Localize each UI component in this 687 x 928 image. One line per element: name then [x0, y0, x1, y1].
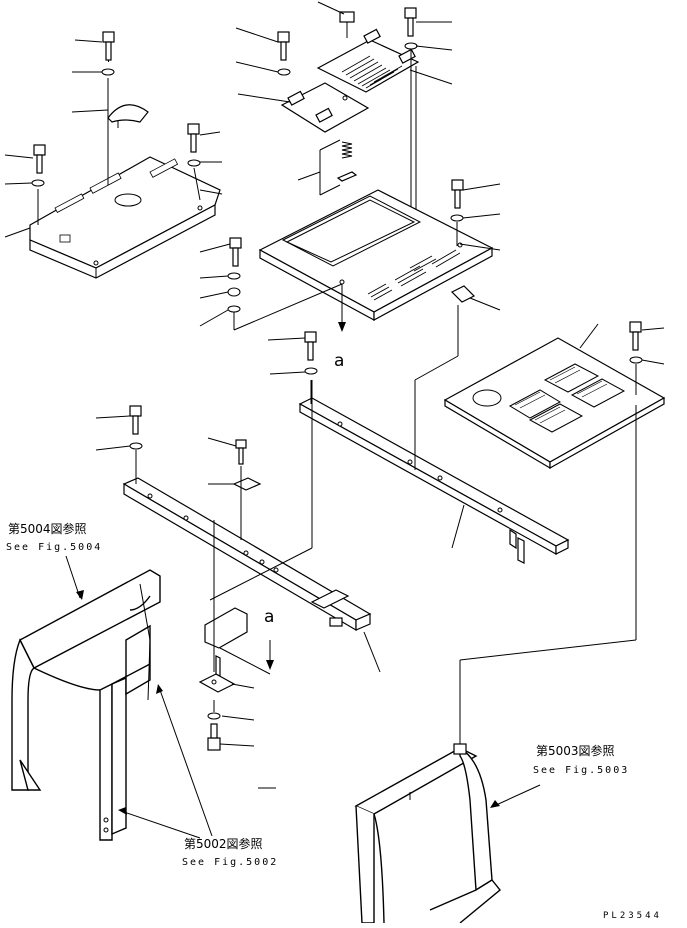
ref-fig5004: 第5004図参照 See Fig.5004	[6, 521, 102, 600]
upper-center-leaders	[235, 1, 453, 181]
left-cover-cap	[107, 104, 149, 128]
lower-inspection-cover	[280, 82, 370, 133]
left-cross-member	[122, 380, 372, 649]
view-mark-upper: a	[334, 351, 344, 371]
ref-fig5003: 第5003図参照 See Fig.5003	[490, 743, 629, 808]
floor-panel-bolts	[227, 179, 476, 332]
upper-inspection-cover	[316, 11, 420, 93]
view-mark-lower: a	[264, 607, 274, 627]
ref-fig5004-jp: 第5004図参照	[8, 521, 87, 536]
spring-and-pin	[319, 139, 358, 196]
drawing-code: PL23544	[603, 911, 662, 921]
ref-fig5004-en: See Fig.5004	[6, 542, 102, 553]
ref-fig5002: 第5002図参照 See Fig.5002	[118, 684, 278, 868]
ref-fig5003-en: See Fig.5003	[533, 765, 629, 776]
upper-cover-bolts	[277, 7, 418, 225]
floor-panel-leaders	[199, 183, 501, 327]
ref-fig5002-en: See Fig.5002	[182, 857, 278, 868]
left-member-bolts	[95, 405, 381, 673]
right-plate-bolt	[459, 321, 665, 748]
lower-bracket	[198, 520, 276, 789]
left-cover-leaders	[4, 39, 223, 238]
ref-fig5003-jp: 第5003図参照	[536, 743, 615, 758]
right-floor-plate	[443, 337, 666, 470]
ref-fig5002-jp: 第5002図参照	[184, 836, 263, 851]
left-cab-frame	[11, 569, 161, 841]
cross-member-bolt	[267, 331, 318, 375]
floor-panel	[258, 189, 494, 322]
right-cross-member	[298, 305, 570, 564]
right-cab-frame	[354, 743, 501, 924]
left-upper-cover	[29, 156, 221, 279]
